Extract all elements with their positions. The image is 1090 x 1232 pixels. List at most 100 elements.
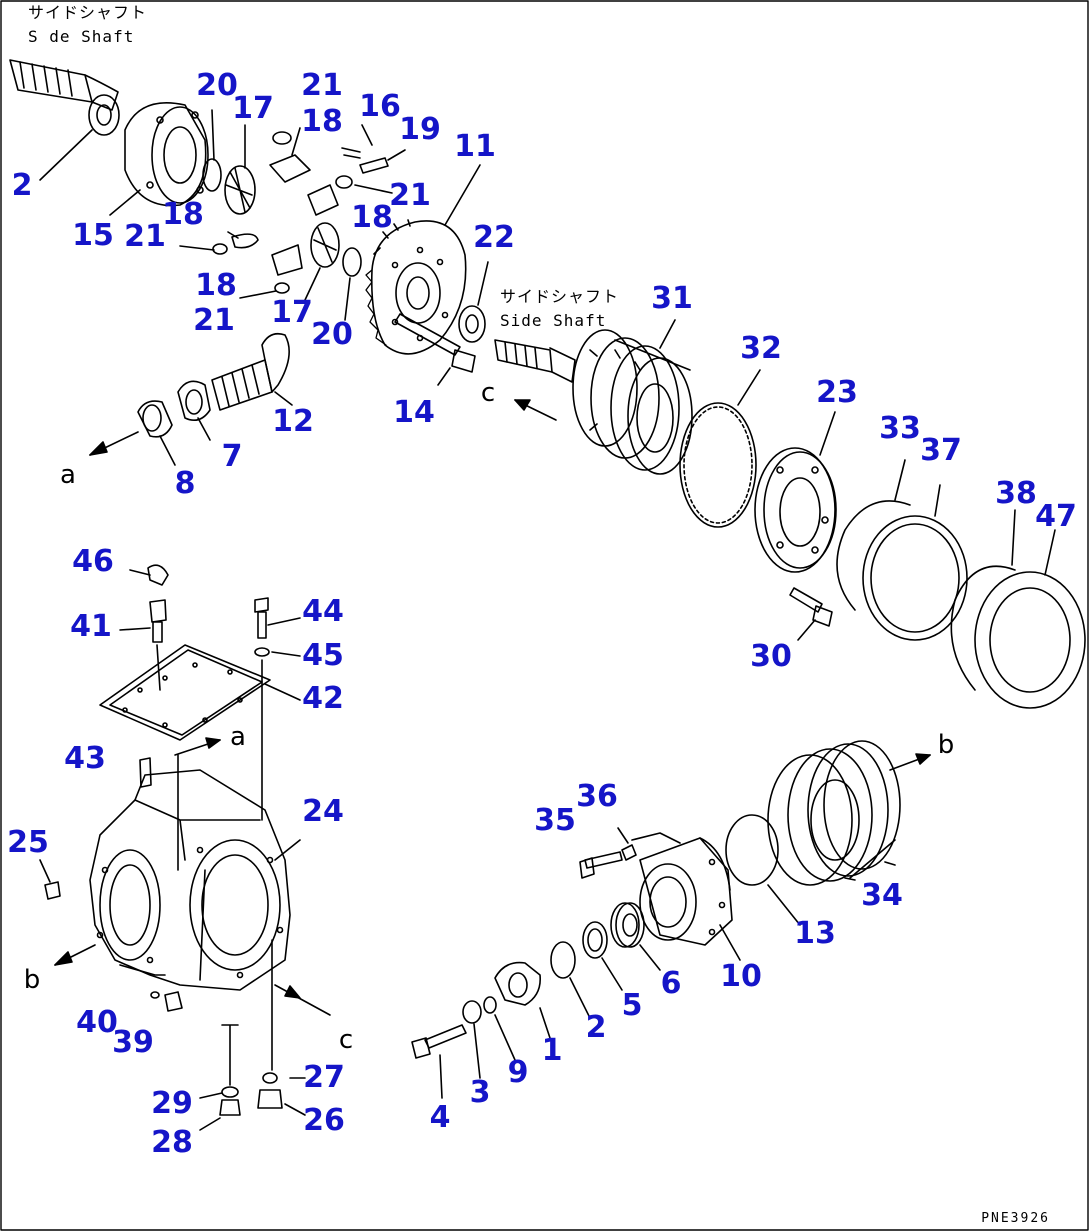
part-number-label: 4 xyxy=(429,1100,451,1135)
bolt-14 xyxy=(394,313,476,386)
plug-25 xyxy=(39,859,61,900)
pinion-gears xyxy=(179,127,339,299)
part-number-label: 28 xyxy=(151,1125,193,1160)
part-number-label: 12 xyxy=(272,404,314,439)
arrow-b-right xyxy=(889,753,931,771)
housing-24 xyxy=(89,769,301,991)
part-number-label: 13 xyxy=(794,916,836,951)
part-number-label: 1 xyxy=(541,1033,563,1068)
brake-discs-31 xyxy=(572,319,693,475)
bolt-35 xyxy=(579,827,637,879)
seal-33 xyxy=(836,459,911,611)
part-number-label: 46 xyxy=(72,544,114,579)
bolt-30 xyxy=(789,587,833,641)
spacer-8 xyxy=(137,400,176,466)
pin-16-19 xyxy=(335,124,406,194)
bearing-6 xyxy=(610,902,661,971)
side-gear-17-lower xyxy=(304,222,362,321)
side-shaft-mid xyxy=(494,339,576,383)
retainer-47 xyxy=(974,529,1086,709)
part-number-label: 44 xyxy=(302,594,344,629)
drawing-code: PNE3926 xyxy=(981,1211,1050,1226)
part-number-label: 33 xyxy=(879,411,921,446)
caption-mid-en: Side Shaft xyxy=(500,311,607,330)
arrow-c-top xyxy=(514,399,557,421)
part-number-label: 18 xyxy=(162,197,204,232)
part-number-label: 32 xyxy=(740,331,782,366)
o-ring-13 xyxy=(725,814,801,926)
arrow-c-lower xyxy=(271,939,331,1071)
part-number-label: 18 xyxy=(195,268,237,303)
arrow-label-a-lower: a xyxy=(230,722,246,752)
part-number-label: 22 xyxy=(473,220,515,255)
part-number-label: 42 xyxy=(302,681,344,716)
arrow-label-b-right: b xyxy=(937,730,955,760)
part-number-label: 15 xyxy=(72,218,114,253)
arrow-label-c-top: c xyxy=(480,378,496,408)
part-number-label: 9 xyxy=(507,1055,529,1090)
part-number-label: 25 xyxy=(7,825,49,860)
plug-39 xyxy=(119,964,183,1012)
part-number-label: 20 xyxy=(196,68,238,103)
pinion-shaft-12 xyxy=(211,332,293,411)
part-number-label: 37 xyxy=(920,433,962,468)
part-number-label: 40 xyxy=(76,1005,118,1040)
bearing-7 xyxy=(177,380,211,441)
ring-2-lower xyxy=(550,941,591,1019)
seal-38 xyxy=(950,509,1016,691)
part-number-label: 6 xyxy=(660,966,682,1001)
part-number-label: 38 xyxy=(995,476,1037,511)
part-number-label: 39 xyxy=(112,1025,154,1060)
arrow-label-a-top: a xyxy=(60,460,76,490)
arrow-a-top xyxy=(89,431,139,456)
breather-41-46 xyxy=(119,564,169,691)
part-number-label: 34 xyxy=(861,878,903,913)
part-number-label: 43 xyxy=(64,741,106,776)
side-gear-17-top xyxy=(224,124,256,215)
caption-mid-ja: サイドシャフト xyxy=(500,287,620,306)
washer-20-top xyxy=(202,109,222,192)
part-number-label: 23 xyxy=(816,375,858,410)
part-number-label: 17 xyxy=(232,91,274,126)
part-number-label: 16 xyxy=(359,89,401,124)
part-number-label: 27 xyxy=(303,1060,345,1095)
part-number-label: 29 xyxy=(151,1086,193,1121)
part-number-label: 2 xyxy=(11,168,33,203)
cover-42 xyxy=(99,644,301,741)
part-number-label: 21 xyxy=(389,178,431,213)
drain-plug-28 xyxy=(199,1024,241,1131)
part-number-label: 17 xyxy=(271,295,313,330)
part-number-label: 21 xyxy=(301,68,343,103)
caption-top-ja: サイドシャフト xyxy=(28,3,148,22)
part-number-label: 24 xyxy=(302,794,344,829)
hub-1 xyxy=(494,961,551,1039)
arrow-label-c-lower: c xyxy=(338,1025,354,1055)
seal-ring-32 xyxy=(679,369,761,528)
drain-plug-26 xyxy=(257,1072,306,1116)
part-number-label: 19 xyxy=(399,112,441,147)
o-ring-9 xyxy=(483,996,516,1061)
part-number-label: 41 xyxy=(70,609,112,644)
bolt-44 xyxy=(254,597,301,821)
part-number-label: 20 xyxy=(311,317,353,352)
pin-43 xyxy=(139,757,152,788)
part-number-label: 47 xyxy=(1035,499,1077,534)
part-number-label: 26 xyxy=(303,1103,345,1138)
differential-case-15 xyxy=(109,101,209,216)
bearing-22 xyxy=(458,261,489,343)
disc-pack-34 xyxy=(767,740,901,886)
part-number-label: 18 xyxy=(301,104,343,139)
part-number-label: 8 xyxy=(174,466,196,501)
bearing-2 xyxy=(39,94,120,181)
part-number-label: 18 xyxy=(351,200,393,235)
caption-top-en: S de Shaft xyxy=(28,27,135,46)
arrow-a-lower xyxy=(174,737,221,871)
piston-23 xyxy=(754,411,837,573)
arrow-b-left xyxy=(54,944,96,966)
side-shaft-top xyxy=(9,59,119,111)
arrow-label-b-left: b xyxy=(23,965,41,995)
part-number-label: 21 xyxy=(193,303,235,338)
